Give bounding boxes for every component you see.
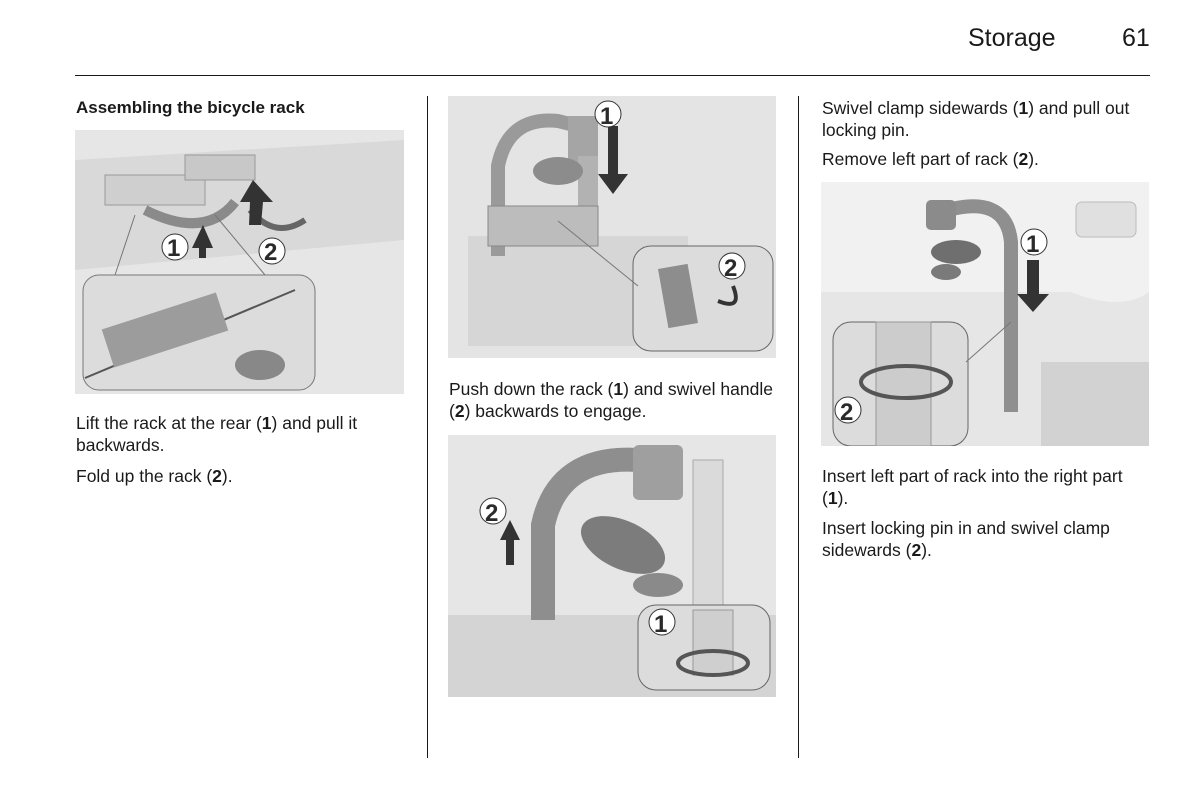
figure-lift-rack: 1 2 [75,130,404,394]
figure-engage-callout-2: 2 [485,500,498,527]
figure-remove-rack-illustration: 1 2 [821,182,1149,446]
column-divider-right [798,96,799,758]
right-step-1: Swivel clamp sidewards (1) and pull out … [822,98,1130,140]
figure-lift-rack-illustration: 1 2 [75,130,404,394]
section-title: Storage [968,24,1056,52]
right-step-2: Remove left part of rack (2). [822,149,1039,169]
figure-remove-callout-2: 2 [840,399,853,426]
right-step-4: Insert locking pin in and swivel clamp s… [822,518,1110,560]
figure-push-rack: 1 2 [448,96,776,358]
figure-engage-callout-1: 1 [654,611,667,638]
figure-lift-callout-2: 2 [264,239,277,266]
figure-remove-callout-1: 1 [1026,231,1039,258]
figure-remove-rack: 1 2 [821,182,1149,446]
figure-push-callout-1: 1 [600,103,613,130]
left-step-2: Fold up the rack (2). [76,466,233,486]
figure-lift-callout-1: 1 [167,235,180,262]
middle-step-1: Push down the rack (1) and swivel handle… [449,379,773,421]
figure-push-rack-illustration: 1 2 [448,96,776,358]
section-heading: Assembling the bicycle rack [76,98,305,117]
column-divider-left [427,96,428,758]
page-number: 61 [1122,24,1150,52]
figure-push-callout-2: 2 [724,255,737,282]
figure-engage-rack: 2 1 [448,435,776,697]
figure-engage-rack-illustration: 2 1 [448,435,776,697]
right-step-3: Insert left part of rack into the right … [822,466,1123,508]
left-step-1: Lift the rack at the rear (1) and pull i… [76,413,358,455]
header-divider [75,75,1150,76]
